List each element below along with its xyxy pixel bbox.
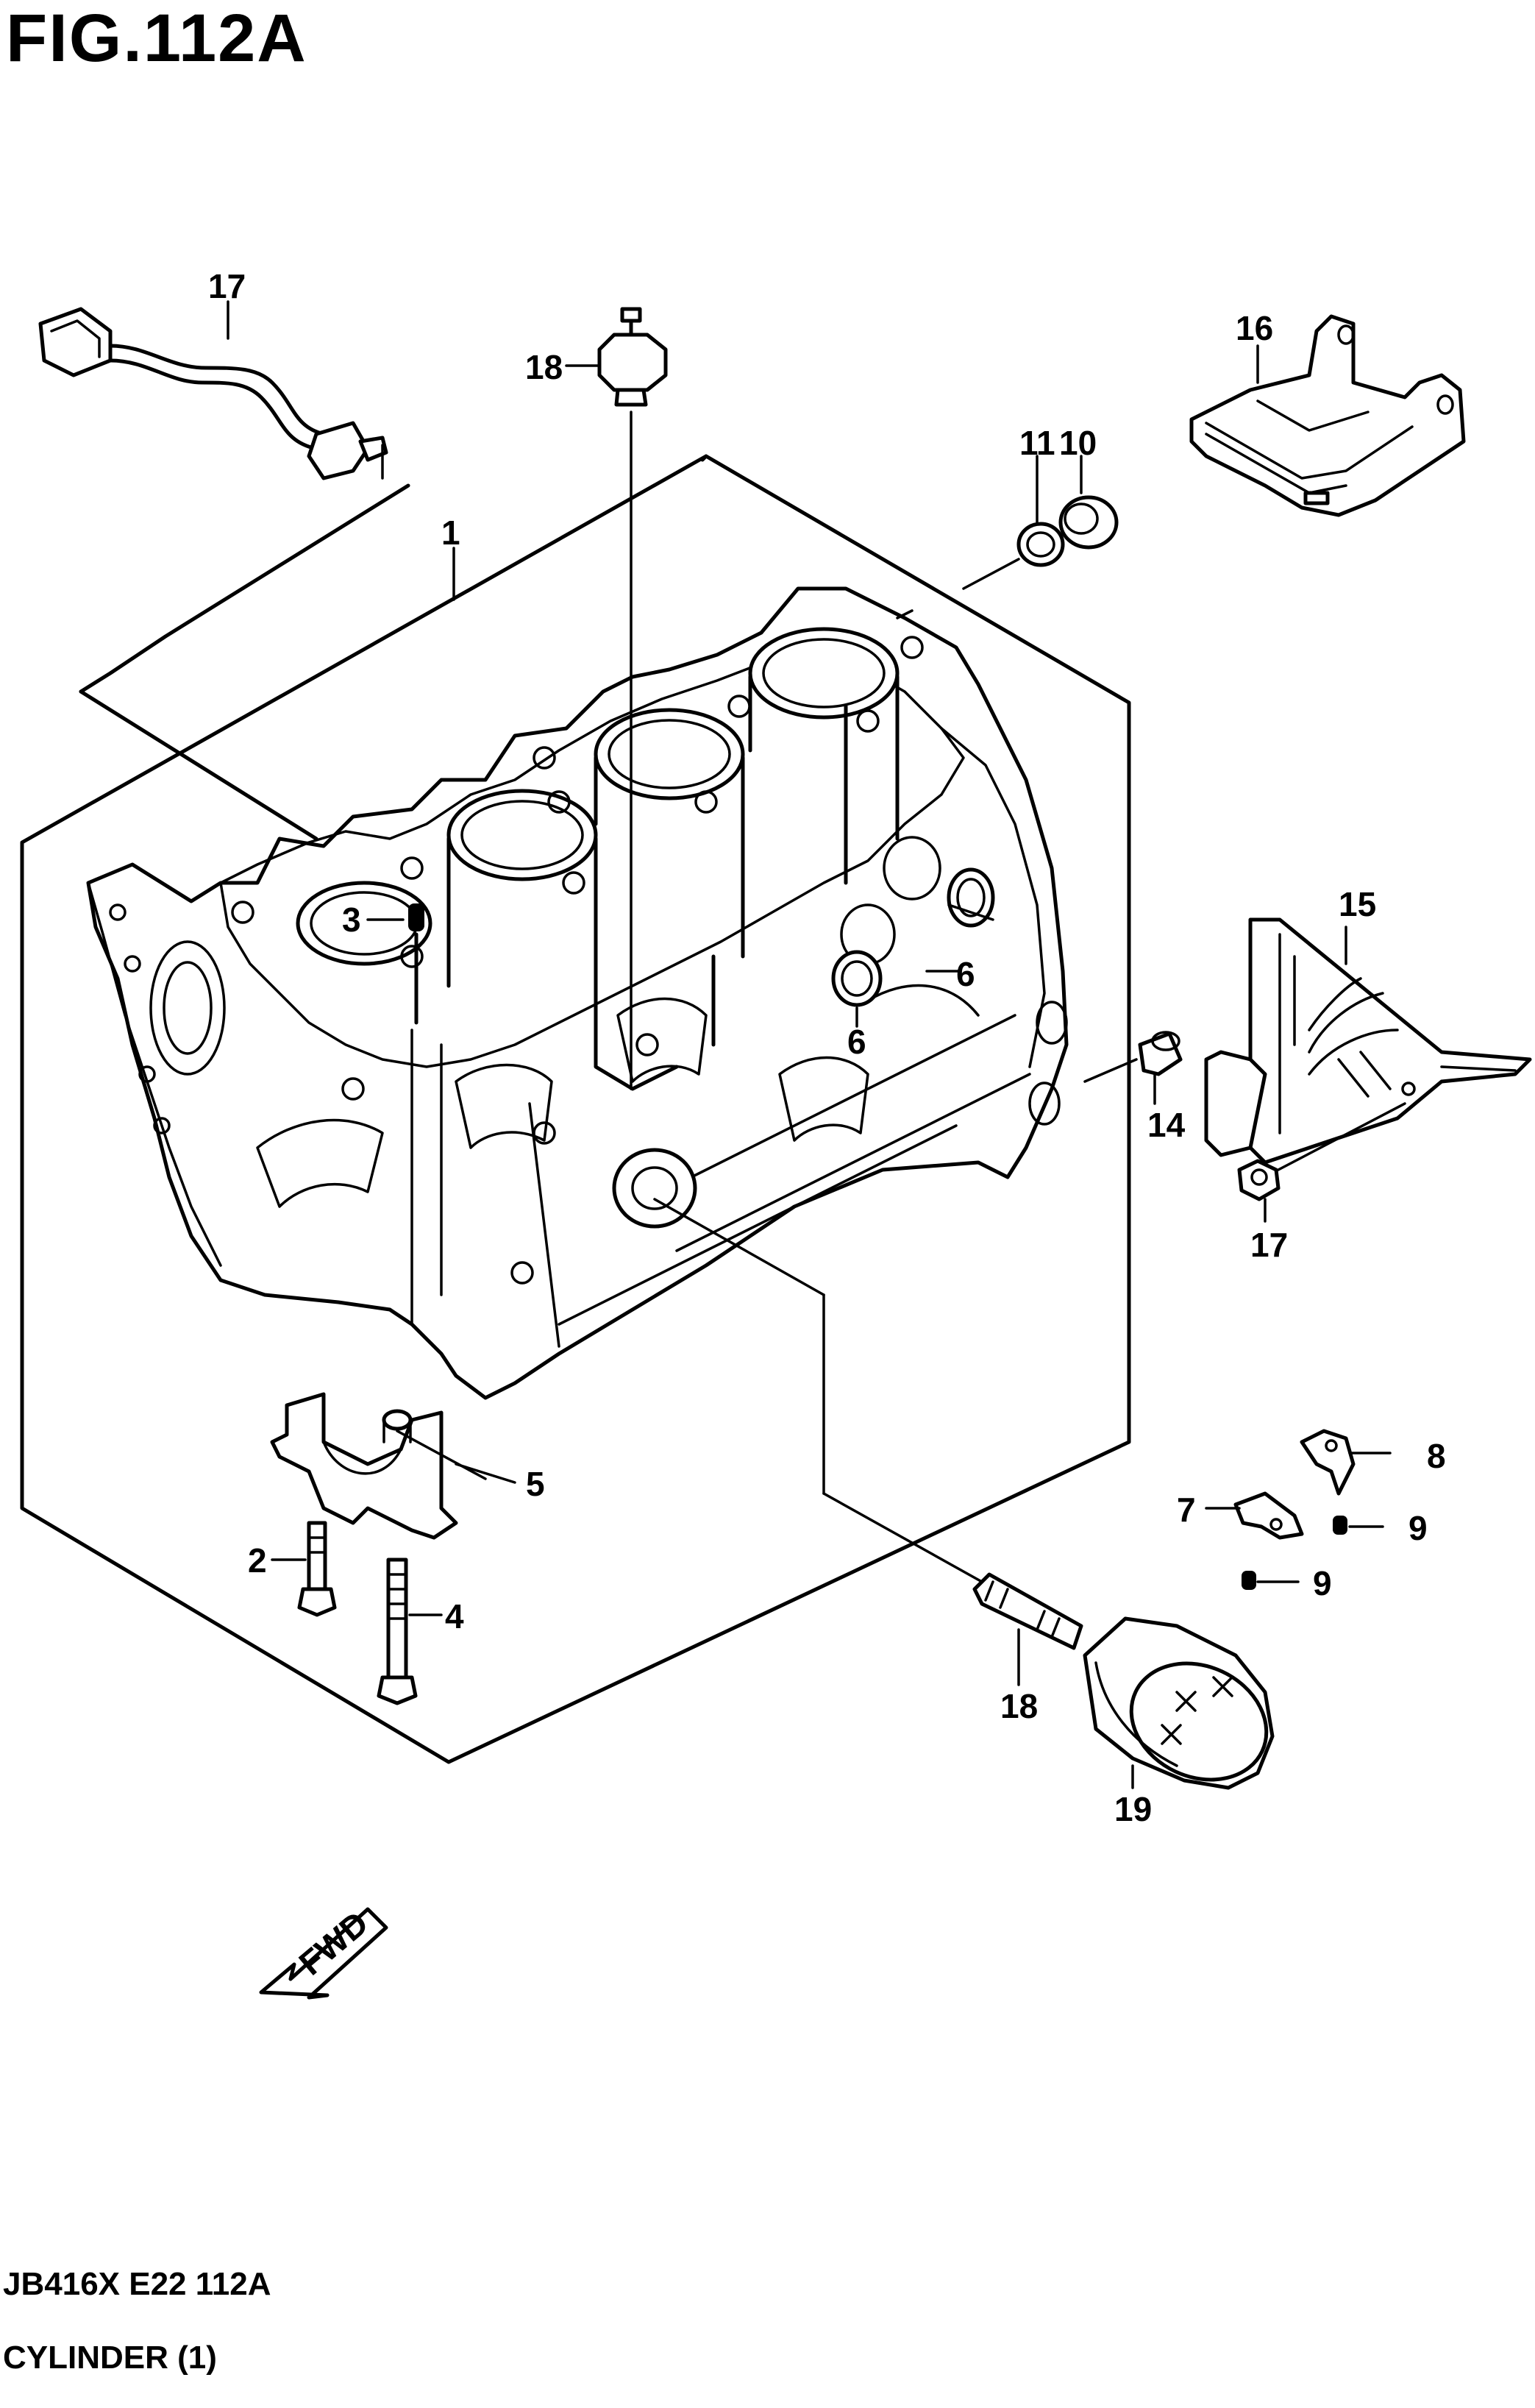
cylinder-block[interactable] [86,586,1069,1400]
o-ring[interactable] [831,950,883,1007]
bolt[interactable] [1237,1159,1281,1201]
callout-18: 17 [208,267,246,305]
callout-9b: 9 [1313,1564,1332,1602]
dowel[interactable] [1138,1031,1183,1076]
baffle-plate[interactable] [1204,917,1532,1165]
callout-1: 1 [441,514,460,552]
bolt[interactable] [1242,1571,1256,1590]
gasket[interactable] [1016,522,1065,567]
plug[interactable] [1058,495,1119,550]
figure-title: FIG.112A [6,1,307,76]
bracket[interactable] [1300,1429,1356,1496]
callout-11: 11 [1019,424,1055,462]
callout-8: 8 [1427,1437,1446,1475]
callout-19: 18 [525,348,563,386]
callout-6b: 6 [847,1023,866,1061]
callout-2: 2 [248,1541,267,1580]
callout-7: 7 [1177,1491,1196,1529]
callout-10: 10 [1059,424,1097,462]
callout-3: 3 [342,901,361,939]
bolt[interactable] [1333,1516,1347,1535]
oil-filter[interactable] [1083,1616,1286,1801]
callout-labels: 17 18 11 10 16 1 15 3 6 6 14 17 8 7 9 9 … [208,267,1446,1828]
figure-code: JB416X E22 112A [3,2266,271,2302]
bolt[interactable] [297,1521,337,1617]
assembly-boundary [20,454,1131,1764]
callout-14: 16 [1236,309,1273,347]
figure-name: CYLINDER (1) [3,2340,217,2376]
callout-9: 9 [1408,1509,1428,1547]
callout-4: 4 [445,1597,464,1635]
bracket[interactable] [1233,1491,1304,1540]
callout-12: 14 [1147,1106,1186,1144]
callout-13: 15 [1339,885,1376,923]
callout-5: 5 [526,1465,545,1503]
o-ring[interactable] [947,867,995,928]
union-bolt[interactable] [972,1572,1083,1650]
callout-15: 17 [1250,1226,1288,1264]
leader-lines [227,300,1406,1789]
callout-16: 18 [1000,1687,1038,1725]
callout-17: 19 [1114,1790,1152,1828]
oil-pressure-switch[interactable] [597,307,668,407]
bearing-cap[interactable] [270,1392,487,1540]
callout-6: 6 [956,955,975,993]
knock-sensor[interactable] [38,307,388,480]
dowel-pin[interactable] [408,903,424,1025]
long-bolt[interactable] [377,1558,418,1705]
fwd-arrow-icon: FWD [259,1903,388,2000]
heat-shield[interactable] [1189,314,1466,517]
